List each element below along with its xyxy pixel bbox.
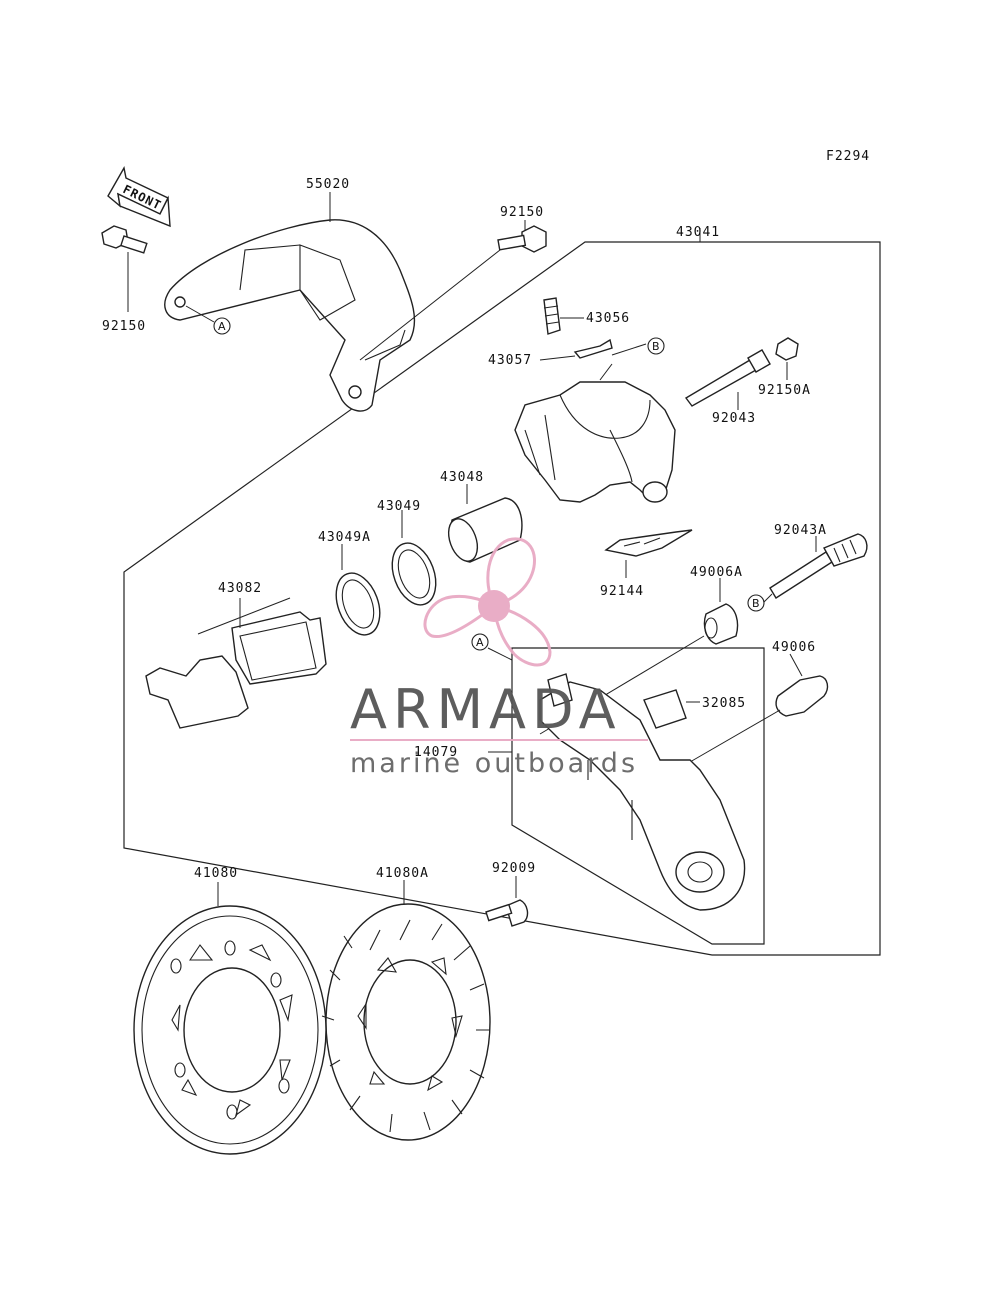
- label-43049A: 43049A: [318, 530, 371, 545]
- pad-spring-92144: [604, 529, 693, 578]
- front-arrow-icon: FRONT: [107, 166, 171, 228]
- pin-92043A: [769, 533, 868, 599]
- cap-43057: [573, 338, 613, 359]
- callout-b-caliper: B: [647, 337, 665, 355]
- screw-92009: [485, 876, 529, 927]
- label-43048: 43048: [440, 470, 484, 485]
- label-32085: 32085: [702, 696, 746, 711]
- label-14079: 14079: [414, 745, 458, 760]
- label-49006: 49006: [772, 640, 816, 655]
- label-55020: 55020: [306, 177, 350, 192]
- label-92150-left: 92150: [102, 319, 146, 334]
- label-41080A: 41080A: [376, 866, 429, 881]
- watermark-brand: ARMADA: [350, 678, 622, 741]
- label-92144: 92144: [600, 584, 644, 599]
- holder-assembly-frame: [511, 647, 765, 945]
- caliper-body: [514, 363, 676, 503]
- figure-code: F2294: [826, 149, 870, 164]
- caliper-bracket-55020: [164, 192, 416, 412]
- watermark: ARMADA marine outboards: [350, 537, 648, 779]
- label-92009: 92009: [492, 861, 536, 876]
- callout-a-holder: A: [471, 633, 489, 651]
- boot-49006: [689, 653, 829, 763]
- brake-disc-41080A: [321, 880, 491, 1141]
- label-43041: 43041: [676, 225, 720, 240]
- label-43056: 43056: [586, 311, 630, 326]
- propeller-logo-icon: [423, 537, 552, 667]
- label-49006A: 49006A: [690, 565, 743, 580]
- svg-text:A: A: [218, 320, 226, 333]
- bleed-valve-43056: [543, 297, 561, 335]
- label-41080: 41080: [194, 866, 238, 881]
- label-92043A: 92043A: [774, 523, 827, 538]
- bolt-92150-left: [101, 225, 148, 312]
- label-43057: 43057: [488, 353, 532, 368]
- callout-a-bracket: A: [213, 317, 231, 335]
- watermark-tagline: marine outboards: [350, 748, 638, 779]
- label-92043: 92043: [712, 411, 756, 426]
- caliper-assembly-frame: [123, 228, 881, 956]
- label-92150-top: 92150: [500, 205, 544, 220]
- pin-92043: [684, 349, 771, 410]
- piston-43048: [447, 484, 523, 563]
- label-92150A: 92150A: [758, 383, 811, 398]
- plate-32085: [643, 689, 700, 729]
- seal-43049A: [335, 544, 381, 636]
- seal-43049: [391, 510, 437, 606]
- callout-b-pin: B: [747, 594, 765, 612]
- brake-disc-41080: [133, 882, 327, 1155]
- label-43082: 43082: [218, 581, 262, 596]
- svg-text:A: A: [476, 636, 484, 649]
- brake-pads-43082: [145, 597, 327, 729]
- plug-92150A: [775, 337, 799, 380]
- svg-text:B: B: [752, 597, 760, 610]
- label-43049: 43049: [377, 499, 421, 514]
- svg-text:B: B: [652, 340, 660, 353]
- bolt-92150-top: [359, 220, 547, 361]
